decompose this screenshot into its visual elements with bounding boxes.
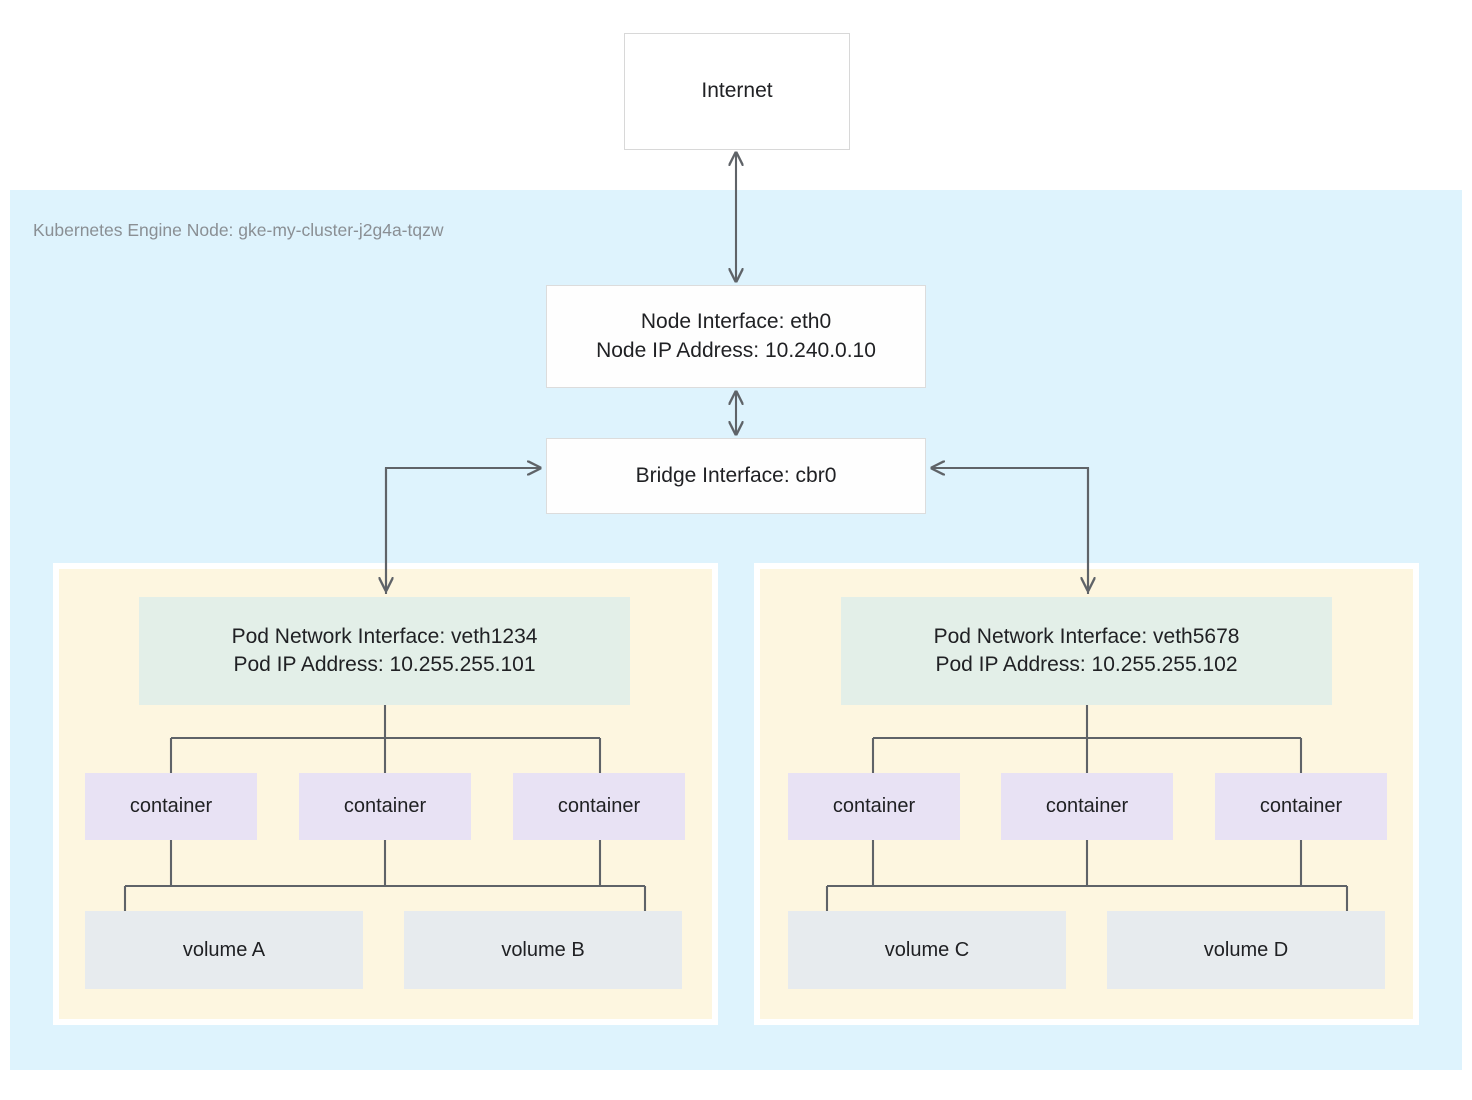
volume-b[interactable]: volume B xyxy=(404,911,682,989)
pod-network-interface-1[interactable]: Pod Network Interface: veth1234 Pod IP A… xyxy=(139,597,630,705)
volume-a[interactable]: volume A xyxy=(85,911,363,989)
node-ip-address: Node IP Address: 10.240.0.10 xyxy=(596,338,876,362)
container-1-3[interactable]: container xyxy=(513,773,685,840)
container-2-2[interactable]: container xyxy=(1001,773,1173,840)
volume-c[interactable]: volume C xyxy=(788,911,1066,989)
container-2-1[interactable]: container xyxy=(788,773,960,840)
bridge-interface-node[interactable]: Bridge Interface: cbr0 xyxy=(546,438,926,514)
pod-interface-name-1: Pod Network Interface: veth1234 xyxy=(231,624,538,648)
pod-ip-address-2: Pod IP Address: 10.255.255.102 xyxy=(935,653,1238,676)
pod-interface-name-2: Pod Network Interface: veth5678 xyxy=(933,624,1240,648)
container-label: container xyxy=(1259,795,1343,817)
volume-label: volume B xyxy=(501,938,585,961)
container-1-1[interactable]: container xyxy=(85,773,257,840)
volume-d[interactable]: volume D xyxy=(1107,911,1385,989)
volume-label: volume A xyxy=(182,938,266,961)
node-interface-name: Node Interface: eth0 xyxy=(640,310,832,334)
pod-network-interface-2[interactable]: Pod Network Interface: veth5678 Pod IP A… xyxy=(841,597,1332,705)
pod-ip-address-1: Pod IP Address: 10.255.255.101 xyxy=(233,653,536,676)
container-label: container xyxy=(129,795,213,817)
internet-label: Internet xyxy=(701,79,773,103)
container-label: container xyxy=(1045,795,1129,817)
internet-node[interactable]: Internet xyxy=(624,33,850,150)
kubernetes-node-label: Kubernetes Engine Node: gke-my-cluster-j… xyxy=(33,220,444,240)
node-interface-node[interactable]: Node Interface: eth0 Node IP Address: 10… xyxy=(546,285,926,388)
volume-label: volume C xyxy=(884,938,970,961)
bridge-interface-label: Bridge Interface: cbr0 xyxy=(635,463,837,487)
container-1-2[interactable]: container xyxy=(299,773,471,840)
container-label: container xyxy=(832,795,916,817)
container-label: container xyxy=(343,795,427,817)
container-2-3[interactable]: container xyxy=(1215,773,1387,840)
container-label: container xyxy=(557,795,641,817)
volume-label: volume D xyxy=(1203,938,1289,961)
